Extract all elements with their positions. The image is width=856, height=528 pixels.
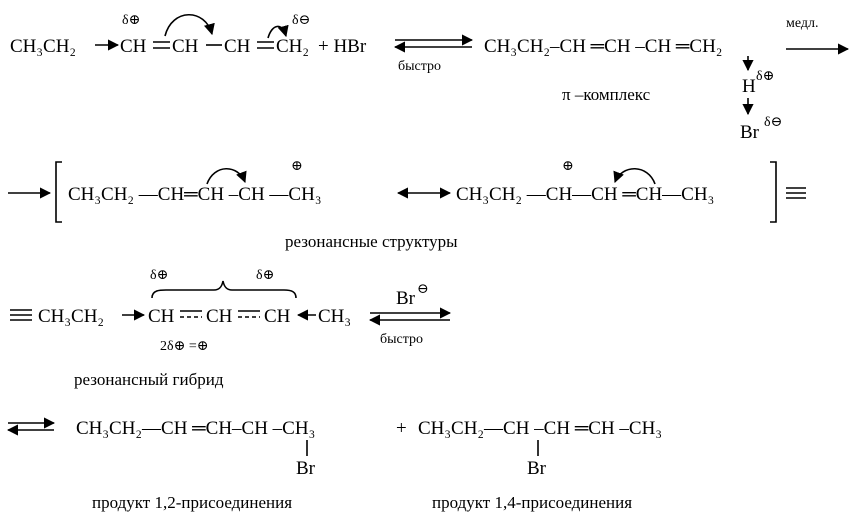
resonance-shift-arrow-right: [613, 168, 656, 185]
reactant-ch-a: CH: [120, 36, 147, 57]
plus-sign: +: [396, 418, 407, 439]
h-atom: H: [742, 76, 756, 97]
product-12-label: продукт 1,2-присоединения: [92, 493, 292, 512]
product-12-br: Br: [296, 458, 316, 479]
reagent-hbr: + HBr: [318, 36, 367, 57]
product-14-br: Br: [527, 458, 547, 479]
hybrid-ch3: CH₃: [318, 306, 351, 327]
hybrid-ch-1: CH: [148, 306, 175, 327]
br-delta-sup: δ⊖: [764, 115, 782, 130]
fast-label-1: быстро: [398, 59, 441, 74]
carbocation-plus-left: ⊕: [291, 159, 303, 174]
delocalization-brace: [151, 280, 297, 299]
hybrid-ch-2: CH: [206, 306, 233, 327]
electron-shift-arrow-2: [267, 24, 289, 39]
product-14-formula: CH₃CH₂—CH –CH ═CH –CH₃: [418, 418, 662, 439]
reactant-ch2-end: CH₂: [276, 36, 309, 57]
bromide-ion-sup: ⊖: [417, 282, 429, 297]
resonance-structure-left: CH₃CH₂ —CH═CH –CH —CH₃: [68, 184, 321, 205]
resonance-structure-right: CH₃CH₂ —CH—CH ═CH—CH₃: [456, 184, 714, 205]
product-14-label: продукт 1,4-присоединения: [432, 493, 632, 512]
fast-label-2: быстро: [380, 332, 423, 347]
hybrid-ch3ch2: CH₃CH₂: [38, 306, 104, 327]
delta-plus-label: δ⊕: [122, 13, 140, 28]
reactant-ch3ch2: CH₃CH₂: [10, 36, 76, 57]
delta-minus-label: δ⊖: [292, 13, 310, 28]
charge-equation: 2δ⊕ =⊕: [160, 339, 208, 354]
pi-complex-formula: CH₃CH₂–CH ═CH –CH ═CH₂: [484, 36, 722, 57]
bromide-ion: Br: [396, 288, 416, 309]
resonance-shift-arrow-left: [206, 168, 247, 185]
resonance-hybrid-label: резонансный гибрид: [74, 370, 224, 389]
left-bracket: [55, 161, 62, 223]
hybrid-delta-right: δ⊕: [256, 268, 274, 283]
slow-label: медл.: [786, 16, 819, 31]
product-12-formula: CH₃CH₂—CH ═CH–CH –CH₃: [76, 418, 315, 439]
hybrid-ch-3: CH: [264, 306, 291, 327]
electron-shift-arrow-1: [164, 13, 215, 37]
resonance-structures-label: резонансные структуры: [285, 232, 458, 251]
pi-complex-label: π –комплекс: [562, 85, 651, 104]
reactant-ch-b: CH: [172, 36, 199, 57]
right-bracket: [770, 161, 777, 223]
br-atom: Br: [740, 122, 760, 143]
h-delta-sup: δ⊕: [756, 69, 774, 84]
reactant-ch-c: CH: [224, 36, 251, 57]
hybrid-delta-left: δ⊕: [150, 268, 168, 283]
carbocation-plus-right: ⊕: [562, 159, 574, 174]
